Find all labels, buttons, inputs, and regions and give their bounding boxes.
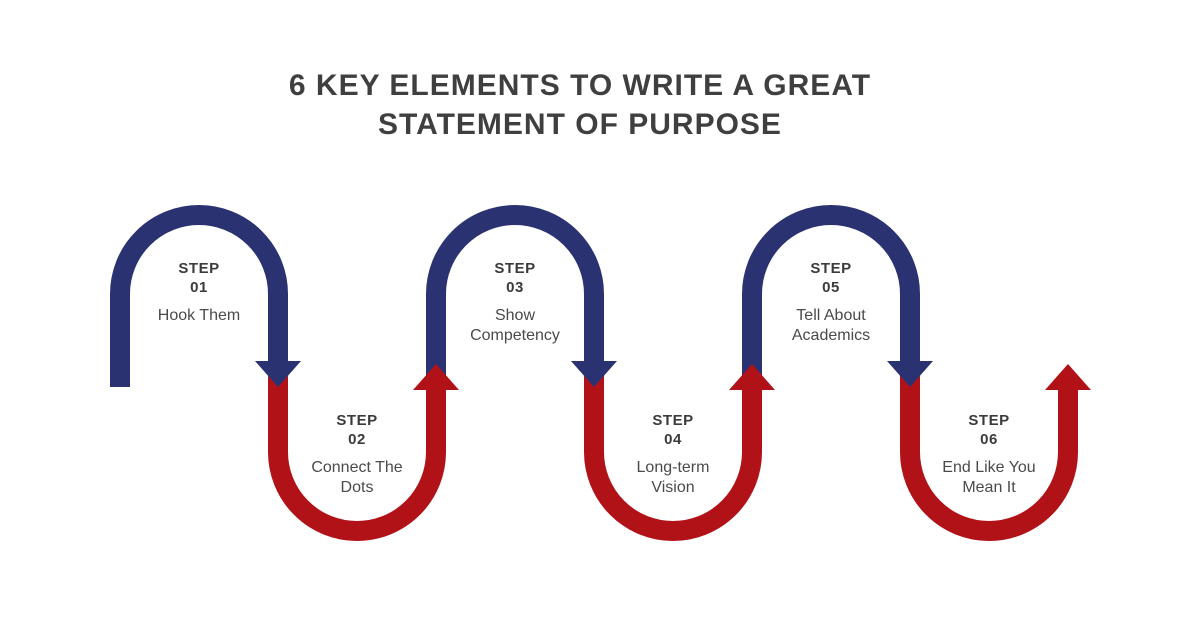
- arc-step-05: [742, 205, 920, 377]
- down-arrow-icon-step-01: [255, 361, 301, 387]
- step-06-desc-line2: Mean It: [962, 479, 1016, 496]
- step-01-label: STEP: [178, 260, 220, 277]
- step-06-desc-line1: End Like You: [942, 459, 1036, 476]
- step-05-description: Tell About Academics: [741, 306, 921, 346]
- step-02-block: STEP 02 Connect The Dots: [267, 411, 447, 498]
- arc-step-04: [584, 371, 762, 541]
- arc-step-06: [900, 371, 1078, 541]
- arc-step-02: [268, 371, 446, 541]
- arc-step-01: [110, 205, 288, 387]
- step-06-block: STEP 06 End Like You Mean It: [899, 411, 1079, 498]
- up-arrow-icon-step-04: [729, 364, 775, 390]
- step-04-number: 04: [664, 431, 682, 448]
- step-06-label: STEP: [968, 412, 1010, 429]
- step-03-block: STEP 03 Show Competency: [425, 259, 605, 346]
- step-04-desc-line1: Long-term: [636, 459, 710, 476]
- step-02-label: STEP: [336, 412, 378, 429]
- step-03-description: Show Competency: [425, 306, 605, 346]
- step-04-desc-line2: Vision: [651, 479, 695, 496]
- step-05-desc-line1: Tell About: [796, 307, 866, 324]
- step-04-description: Long-term Vision: [583, 458, 763, 498]
- up-arrow-icon-step-06: [1045, 364, 1091, 390]
- step-02-description: Connect The Dots: [267, 458, 447, 498]
- down-arrow-icon-step-05: [887, 361, 933, 387]
- step-01-block: STEP 01 Hook Them: [109, 259, 289, 326]
- page-title-line2: STATEMENT OF PURPOSE: [378, 108, 782, 141]
- step-05-number: 05: [822, 279, 840, 296]
- page-title-line1: 6 KEY ELEMENTS TO WRITE A GREAT: [288, 69, 872, 102]
- step-01-description: Hook Them: [109, 306, 289, 326]
- step-02-desc-line2: Dots: [340, 479, 374, 496]
- step-05-block: STEP 05 Tell About Academics: [741, 259, 921, 346]
- step-06-description: End Like You Mean It: [899, 458, 1079, 498]
- up-arrow-icon-step-02: [413, 364, 459, 390]
- step-02-number: 02: [348, 431, 366, 448]
- step-01-desc-line1: Hook Them: [157, 307, 241, 324]
- step-04-block: STEP 04 Long-term Vision: [583, 411, 763, 498]
- step-03-label: STEP: [494, 260, 536, 277]
- arc-step-03: [426, 205, 604, 377]
- down-arrow-icon-step-03: [571, 361, 617, 387]
- step-03-desc-line1: Show: [494, 307, 536, 324]
- page-title: 6 KEY ELEMENTS TO WRITE A GREAT STATEMEN…: [289, 66, 871, 144]
- step-04-label: STEP: [652, 412, 694, 429]
- step-06-number: 06: [980, 431, 998, 448]
- step-03-number: 03: [506, 279, 524, 296]
- step-01-number: 01: [190, 279, 208, 296]
- step-02-desc-line1: Connect The: [311, 459, 403, 476]
- step-03-desc-line2: Competency: [470, 327, 560, 344]
- step-05-label: STEP: [810, 260, 852, 277]
- step-05-desc-line2: Academics: [791, 327, 871, 344]
